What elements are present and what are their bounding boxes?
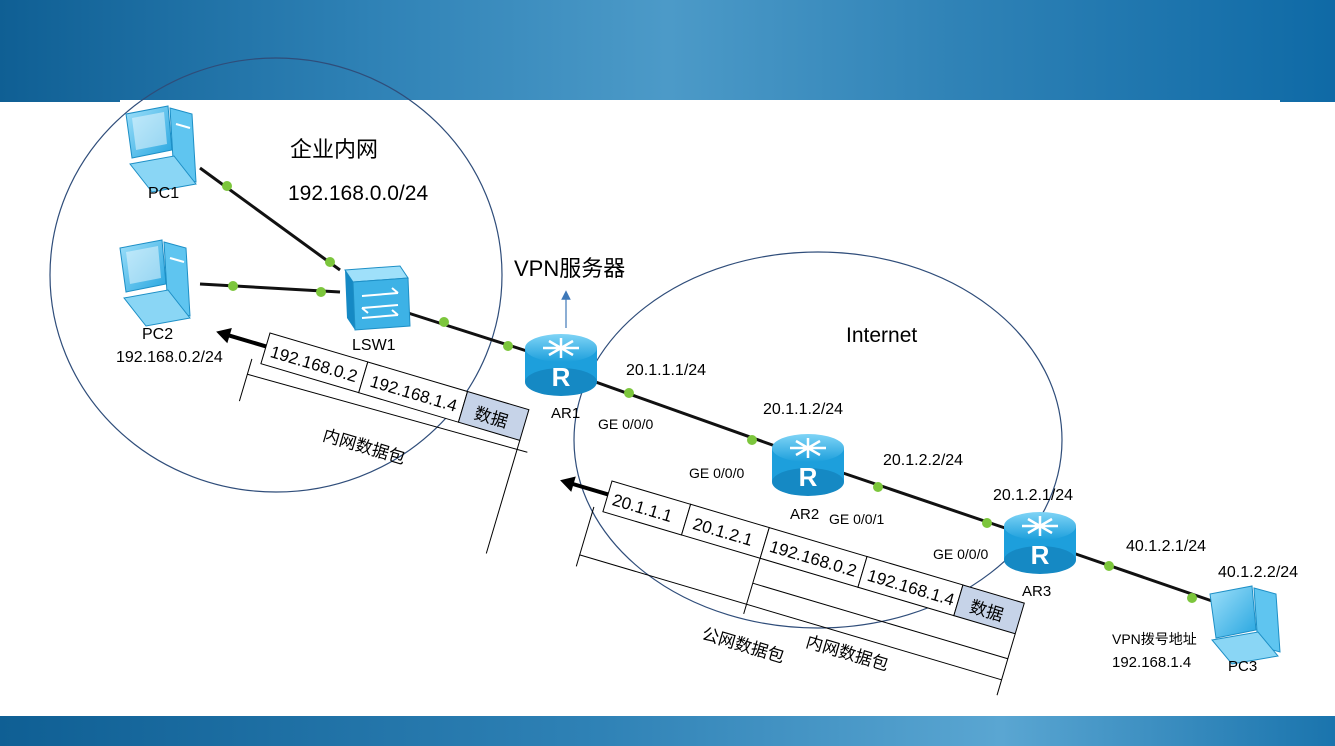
link-ar2-ar3	[839, 470, 1006, 530]
inner-packet-arrow	[227, 333, 267, 349]
inner-packet-label: 内网数据包	[321, 426, 408, 468]
lsw1-name: LSW1	[352, 337, 396, 354]
internet-title: Internet	[846, 324, 917, 347]
internet-zone	[573, 251, 1063, 629]
switch-icon	[344, 265, 411, 331]
pc2-name: PC2	[142, 326, 173, 343]
ar3-ip-in: 20.1.2.1/24	[993, 487, 1073, 504]
intranet-zone	[49, 57, 503, 493]
ar3-name: AR3	[1022, 583, 1051, 600]
outer-inner-label: 内网数据包	[804, 632, 891, 674]
ar2-port-in: GE 0/0/0	[689, 465, 744, 481]
ar2-router-icon	[770, 432, 846, 498]
pc2-icon	[119, 239, 191, 327]
pc1-icon	[125, 105, 197, 193]
ar2-name: AR2	[790, 506, 819, 523]
banner-divider	[120, 100, 1280, 102]
pc3-name: PC3	[1228, 658, 1257, 675]
link-ar1-ar2	[589, 378, 779, 449]
ar1-ip: 20.1.1.1/24	[626, 362, 706, 379]
inner-cell-data	[457, 390, 530, 441]
outer-cell-data	[953, 584, 1025, 635]
ar1-router-icon	[523, 332, 599, 398]
pc3-vpn-ip: 192.168.1.4	[1112, 654, 1191, 671]
ar3-ip-out: 40.1.2.1/24	[1126, 538, 1206, 555]
ar1-port: GE 0/0/0	[598, 416, 653, 432]
ar3-port-in: GE 0/0/0	[933, 546, 988, 562]
title-banner	[0, 0, 1335, 102]
pc3-ip: 40.1.2.2/24	[1218, 564, 1298, 581]
ar3-router-icon	[1002, 510, 1078, 576]
pc1-name: PC1	[148, 185, 179, 202]
ar2-port-out: GE 0/0/1	[829, 511, 884, 527]
pc2-ip: 192.168.0.2/24	[116, 349, 223, 366]
outer-packet-label: 公网数据包	[700, 624, 787, 666]
outer-packet: 20.1.1.1 20.1.2.1 192.168.0.2 192.168.1.…	[560, 476, 1025, 696]
ar2-ip-in: 20.1.1.2/24	[763, 401, 843, 418]
pc3-icon	[1209, 585, 1281, 665]
pc3-vpn-label: VPN拨号地址	[1112, 631, 1197, 647]
ar2-ip-out: 20.1.2.2/24	[883, 452, 963, 469]
footer-banner	[0, 716, 1335, 746]
outer-packet-arrow	[571, 481, 609, 497]
intranet-title: 企业内网	[290, 137, 378, 162]
vpn-server-label: VPN服务器	[514, 256, 625, 281]
intranet-subnet: 192.168.0.0/24	[288, 182, 428, 205]
port-dots	[222, 181, 1197, 603]
ar1-name: AR1	[551, 405, 580, 422]
